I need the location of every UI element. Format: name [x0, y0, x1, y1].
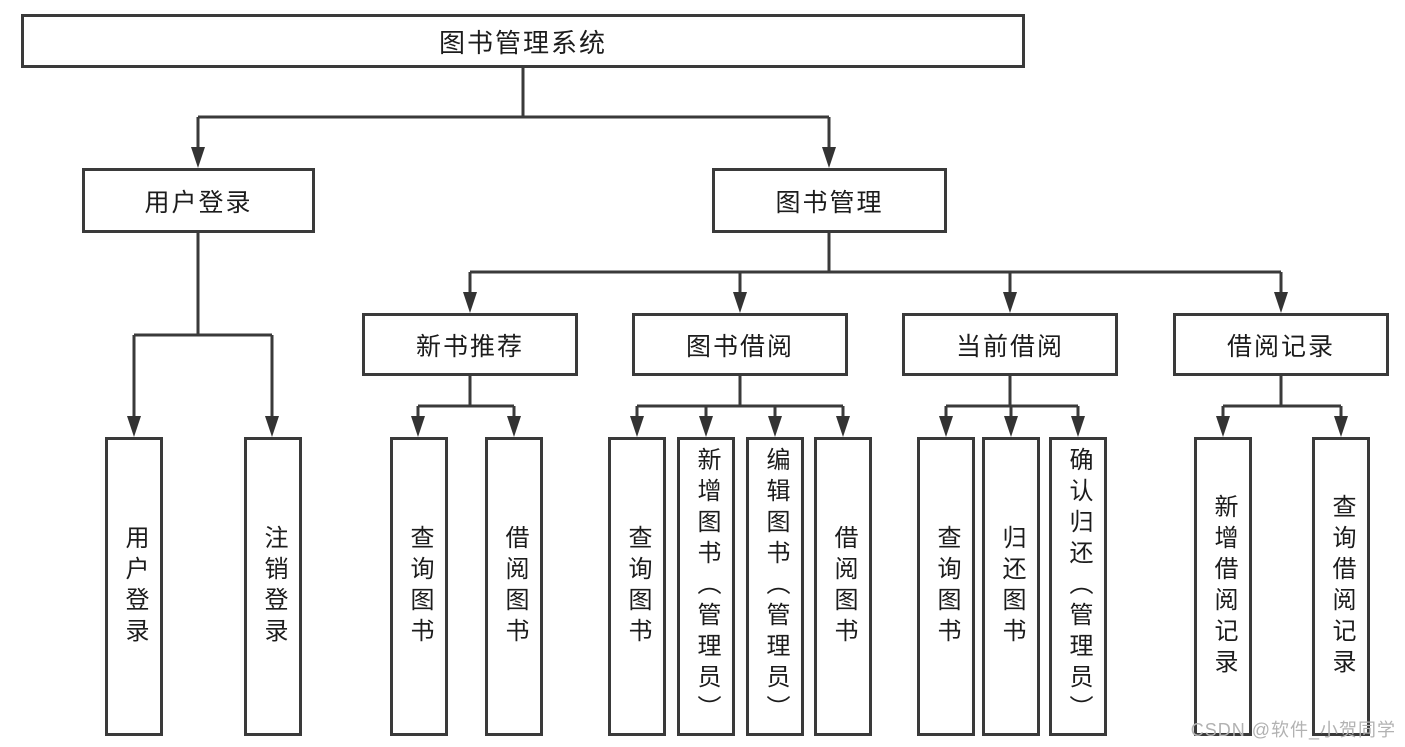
leaf-records-add: 新增借阅记录: [1194, 437, 1252, 736]
leaf-records-query-label: 查询借阅记录: [1328, 493, 1355, 680]
connector-borrow-records-to-leaves: [1216, 376, 1348, 437]
leaf-borrow-edit-admin-label: 编辑图书（管理员）: [762, 447, 789, 726]
leaf-borrow-borrow-label: 借阅图书: [830, 524, 857, 649]
node-root: 图书管理系统: [21, 14, 1025, 68]
leaf-newbooks-borrow: 借阅图书: [485, 437, 543, 736]
leaf-records-add-label: 新增借阅记录: [1210, 493, 1237, 680]
leaf-borrow-query: 查询图书: [608, 437, 666, 736]
leaf-current-query-label: 查询图书: [933, 524, 960, 649]
node-borrow-records: 借阅记录: [1173, 313, 1389, 376]
leaf-newbooks-query-label: 查询图书: [406, 524, 433, 649]
node-book-manage: 图书管理: [712, 168, 947, 233]
node-user-login: 用户登录: [82, 168, 315, 233]
node-current-borrow-label: 当前借阅: [955, 332, 1064, 361]
leaf-current-confirm-admin-label: 确认归还（管理员）: [1065, 447, 1092, 726]
node-new-books-label: 新书推荐: [415, 332, 524, 361]
leaf-borrow-add-admin-label: 新增图书（管理员）: [693, 447, 720, 726]
csdn-watermark: CSDN @软件_小贺同学: [1190, 720, 1396, 740]
connector-new-books-to-leaves: [411, 376, 521, 437]
leaf-newbooks-query: 查询图书: [390, 437, 448, 736]
leaf-user-login: 用户登录: [105, 437, 163, 736]
leaf-borrow-add-admin: 新增图书（管理员）: [677, 437, 735, 736]
leaf-current-return: 归还图书: [982, 437, 1040, 736]
leaf-user-login-label: 用户登录: [121, 524, 148, 649]
node-book-borrow-label: 图书借阅: [685, 332, 794, 361]
node-new-books: 新书推荐: [362, 313, 578, 376]
leaf-newbooks-borrow-label: 借阅图书: [501, 524, 528, 649]
leaf-borrow-borrow: 借阅图书: [814, 437, 872, 736]
connector-root-to-level2: [191, 68, 836, 168]
leaf-current-confirm-admin: 确认归还（管理员）: [1049, 437, 1107, 736]
connector-user-login-to-leaves: [127, 233, 279, 437]
node-root-label: 图书管理系统: [438, 27, 607, 58]
node-book-manage-label: 图书管理: [775, 188, 884, 217]
node-current-borrow: 当前借阅: [902, 313, 1118, 376]
connector-book-manage-to-level3: [463, 233, 1288, 313]
leaf-logout-label: 注销登录: [260, 524, 287, 649]
leaf-current-return-label: 归还图书: [998, 524, 1025, 649]
connector-current-borrow-to-leaves: [939, 376, 1085, 437]
leaf-borrow-edit-admin: 编辑图书（管理员）: [746, 437, 804, 736]
node-borrow-records-label: 借阅记录: [1226, 332, 1335, 361]
node-user-login-label: 用户登录: [144, 188, 253, 217]
leaf-borrow-query-label: 查询图书: [624, 524, 651, 649]
leaf-records-query: 查询借阅记录: [1312, 437, 1370, 736]
node-book-borrow: 图书借阅: [632, 313, 848, 376]
leaf-current-query: 查询图书: [917, 437, 975, 736]
leaf-logout: 注销登录: [244, 437, 302, 736]
connector-book-borrow-to-leaves: [630, 376, 850, 437]
